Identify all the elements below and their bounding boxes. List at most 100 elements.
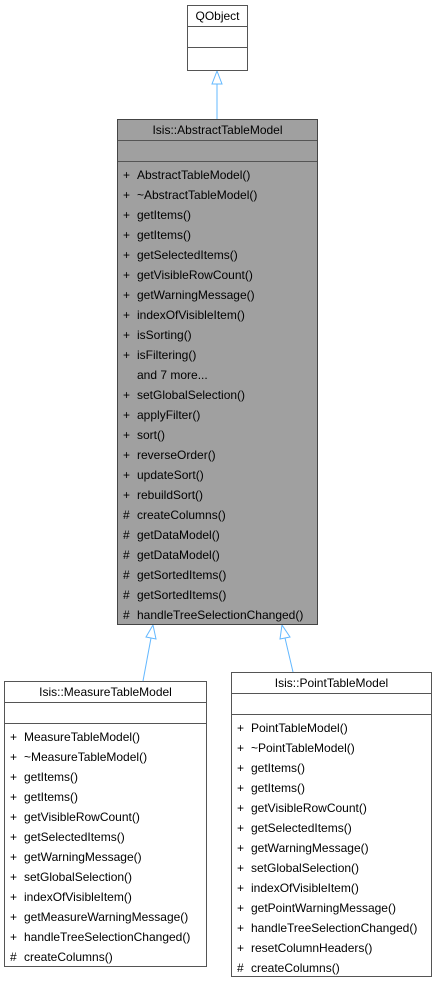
attributes-compartment xyxy=(5,703,206,724)
visibility-marker: # xyxy=(123,528,130,542)
operation-item[interactable]: +getSelectedItems() xyxy=(118,245,317,265)
operation-name: getSelectedItems() xyxy=(24,830,125,844)
operation-item[interactable]: + getWarningMessage() xyxy=(5,847,206,867)
visibility-marker: # xyxy=(10,950,17,964)
operation-name: getPointWarningMessage() xyxy=(251,901,396,915)
attributes-compartment xyxy=(188,27,247,48)
visibility-marker: + xyxy=(123,228,131,242)
operation-name: and 7 more... xyxy=(137,368,208,382)
visibility-marker: + xyxy=(237,761,245,775)
visibility-marker: + xyxy=(10,850,18,864)
operation-item[interactable]: +~MeasureTableModel() xyxy=(5,747,206,767)
operation-item[interactable]: and 7 more... xyxy=(118,365,317,385)
operation-item[interactable]: #createColumns() xyxy=(232,958,431,978)
visibility-marker: + xyxy=(10,910,18,924)
visibility-marker: + xyxy=(123,488,131,502)
operation-item[interactable]: +applyFilter() xyxy=(118,405,317,425)
operation-item[interactable]: +getWarningMessage() xyxy=(118,285,317,305)
operation-item[interactable]: +getItems() xyxy=(118,225,317,245)
operation-item[interactable]: #createColumns() xyxy=(5,947,206,967)
operation-item[interactable]: +getItems() xyxy=(5,767,206,787)
operation-name: resetColumnHeaders() xyxy=(251,941,373,955)
operation-item[interactable]: + isFiltering() xyxy=(118,345,317,365)
operation-item[interactable]: + PointTableModel() xyxy=(232,718,431,738)
operation-name: getVisibleRowCount() xyxy=(24,810,140,824)
operation-name: getItems() xyxy=(251,761,306,775)
operation-item[interactable]: #getSortedItems() xyxy=(118,585,317,605)
operation-item[interactable]: #getSortedItems() xyxy=(118,565,317,585)
operation-item[interactable]: +MeasureTableModel() xyxy=(5,727,206,747)
operation-item[interactable]: +getItems() xyxy=(232,778,431,798)
operation-item[interactable]: + getItems() xyxy=(232,758,431,778)
operation-name: rebuildSort() xyxy=(137,488,204,502)
operation-name: getDataModel() xyxy=(137,528,220,542)
operation-item[interactable]: +getVisibleRowCount() xyxy=(118,265,317,285)
operation-item[interactable]: + getItems() xyxy=(118,205,317,225)
operation-item[interactable]: +sort() xyxy=(118,425,317,445)
visibility-marker: # xyxy=(123,548,130,562)
operation-item[interactable]: +setGlobalSelection() xyxy=(5,867,206,887)
operation-item[interactable]: + getVisibleRowCount() xyxy=(5,807,206,827)
operation-name: getItems() xyxy=(24,770,79,784)
operation-name: indexOfVisibleItem() xyxy=(251,881,359,895)
operation-item[interactable]: +indexOfVisibleItem() xyxy=(5,887,206,907)
operation-item[interactable]: +getSelectedItems() xyxy=(232,818,431,838)
operation-item[interactable]: +reverseOrder() xyxy=(118,445,317,465)
visibility-marker: + xyxy=(123,468,131,482)
operation-name: getWarningMessage() xyxy=(24,850,142,864)
operation-item[interactable]: +indexOfVisibleItem() xyxy=(232,878,431,898)
operation-item[interactable]: +indexOfVisibleItem() xyxy=(118,305,317,325)
visibility-marker: + xyxy=(123,208,131,222)
operation-item[interactable]: +getVisibleRowCount() xyxy=(232,798,431,818)
operation-item[interactable]: +handleTreeSelectionChanged() xyxy=(5,927,206,947)
visibility-marker: + xyxy=(10,810,18,824)
visibility-marker: + xyxy=(123,428,131,442)
operation-name: ~PointTableModel() xyxy=(251,741,355,755)
operation-name: getSortedItems() xyxy=(137,568,227,582)
operation-name: getItems() xyxy=(137,208,192,222)
edge-point-to-abstract xyxy=(279,623,294,673)
visibility-marker: + xyxy=(237,861,245,875)
operation-item[interactable]: + resetColumnHeaders() xyxy=(232,938,431,958)
operation-item[interactable]: #createColumns() xyxy=(118,505,317,525)
operation-item[interactable]: +setGlobalSelection() xyxy=(118,385,317,405)
class-box-measure-table-model[interactable]: Isis::MeasureTableModel +MeasureTableMod… xyxy=(4,681,207,967)
operations-compartment: +PointTableModel()+~PointTableModel()+ge… xyxy=(232,715,431,978)
operation-item[interactable]: +getWarningMessage() xyxy=(232,838,431,858)
operation-name: indexOfVisibleItem() xyxy=(24,890,132,904)
operation-item[interactable]: # getDataModel() xyxy=(118,525,317,545)
operation-item[interactable]: +setGlobalSelection() xyxy=(232,858,431,878)
operation-item[interactable]: +~AbstractTableModel() xyxy=(118,185,317,205)
operation-item[interactable]: +updateSort() xyxy=(118,465,317,485)
class-box-abstract-table-model[interactable]: Isis::AbstractTableModel +AbstractTableM… xyxy=(117,119,318,625)
visibility-marker: + xyxy=(10,870,18,884)
operation-name: getWarningMessage() xyxy=(137,288,255,302)
operation-item[interactable]: +AbstractTableModel() xyxy=(118,165,317,185)
visibility-marker: + xyxy=(123,348,131,362)
operation-name: applyFilter() xyxy=(137,408,201,422)
operation-item[interactable]: +getPointWarningMessage() xyxy=(232,898,431,918)
visibility-marker: # xyxy=(123,608,130,622)
operation-item[interactable]: +isSorting() xyxy=(118,325,317,345)
operation-item[interactable]: #handleTreeSelectionChanged() xyxy=(118,605,317,625)
operation-item[interactable]: +getItems() xyxy=(5,787,206,807)
visibility-marker: + xyxy=(123,248,131,262)
visibility-marker: + xyxy=(237,721,245,735)
visibility-marker: + xyxy=(237,941,245,955)
operation-name: isFiltering() xyxy=(137,348,197,362)
operation-name: PointTableModel() xyxy=(251,721,348,735)
visibility-marker: + xyxy=(237,801,245,815)
operation-item[interactable]: +handleTreeSelectionChanged() xyxy=(232,918,431,938)
operation-name: MeasureTableModel() xyxy=(24,730,141,744)
visibility-marker: + xyxy=(123,388,131,402)
operation-item[interactable]: +getMeasureWarningMessage() xyxy=(5,907,206,927)
class-box-qobject[interactable]: QObject xyxy=(187,5,248,71)
operation-item[interactable]: + rebuildSort() xyxy=(118,485,317,505)
class-box-point-table-model[interactable]: Isis::PointTableModel +PointTableModel()… xyxy=(231,672,432,977)
visibility-marker: + xyxy=(10,750,18,764)
operation-item[interactable]: #getDataModel() xyxy=(118,545,317,565)
operation-item[interactable]: +getSelectedItems() xyxy=(5,827,206,847)
operation-item[interactable]: +~PointTableModel() xyxy=(232,738,431,758)
operation-name: handleTreeSelectionChanged() xyxy=(24,930,191,944)
operation-name: getVisibleRowCount() xyxy=(137,268,253,282)
